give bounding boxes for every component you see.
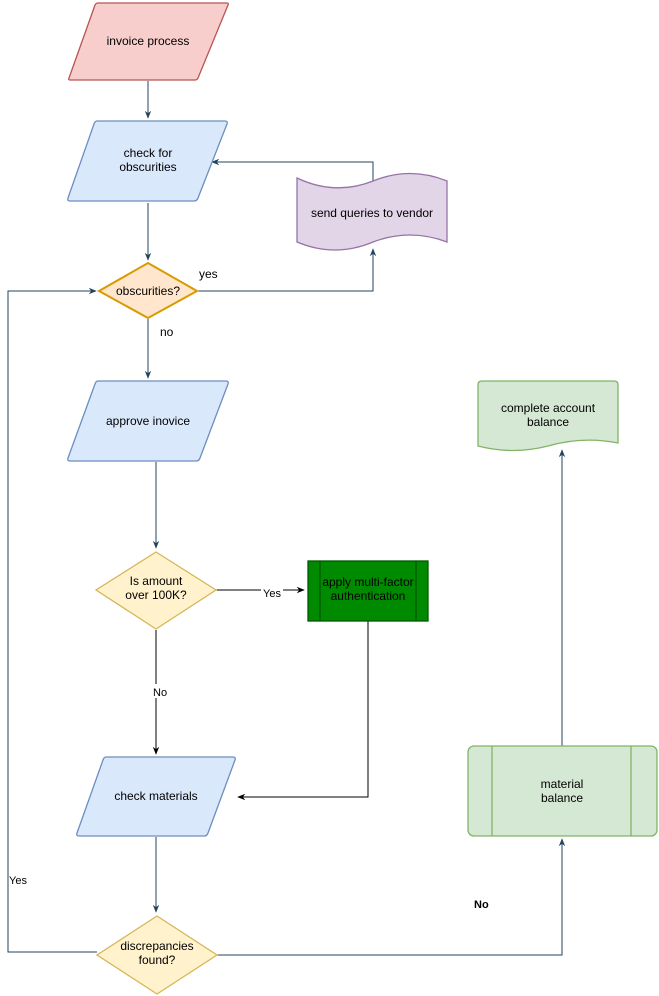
- node-label-line: authentication: [331, 589, 406, 603]
- node-label-line: invoice process: [107, 34, 190, 48]
- node-label-line: over 100K?: [125, 588, 187, 602]
- node-label-line: check materials: [114, 789, 197, 803]
- edge-queries-to-check: [211, 158, 374, 181]
- node-label-line: obscurities?: [116, 284, 180, 298]
- parallelogram-shape: [76, 756, 236, 837]
- diamond-shape: [95, 915, 219, 995]
- node-label: obscurities?: [116, 284, 180, 298]
- edge-discrepancies-yes-to-obscurities: [7, 287, 97, 953]
- node-label-line: check for: [124, 146, 173, 160]
- node-label-line: complete account: [501, 401, 596, 415]
- parallelogram-shape: [67, 120, 228, 202]
- process-shape: [467, 745, 658, 837]
- node-label-line: material: [541, 777, 584, 791]
- node-label: send queries to vendor: [311, 206, 433, 220]
- node-label-line: approve inovice: [106, 414, 190, 428]
- node-label-line: found?: [139, 953, 176, 967]
- edge-mfa-to-materials: [237, 621, 369, 801]
- node-label: check materials: [114, 789, 197, 803]
- node-obscurities-decision[interactable]: obscurities?: [96, 261, 200, 320]
- node-label: approve inovice: [106, 414, 190, 428]
- parallelogram-shape: [68, 2, 229, 81]
- edge-label-amount-no: No: [153, 687, 167, 699]
- node-label: invoice process: [107, 34, 190, 48]
- node-check-materials[interactable]: check materials: [76, 756, 236, 837]
- node-label-line: Is amount: [130, 574, 183, 588]
- diamond-shape: [96, 261, 200, 320]
- node-send-queries-to-vendor[interactable]: send queries to vendor: [296, 172, 448, 251]
- edge-label-discrepancies-yes: Yes: [9, 875, 27, 887]
- edge-labels: yes no Yes No Yes No: [9, 267, 489, 911]
- edges: [7, 81, 566, 956]
- document-shape: [477, 380, 619, 452]
- edge-discrepancies-no-to-balance: [216, 838, 566, 956]
- node-label-line: balance: [541, 791, 583, 805]
- node-label-line: apply multi-factor: [322, 575, 413, 589]
- node-label-line: discrepancies: [120, 939, 193, 953]
- parallelogram-shape: [67, 380, 229, 462]
- node-approve-invoice[interactable]: approve inovice: [67, 380, 229, 462]
- tape-shape: [296, 172, 448, 251]
- node-invoice-process[interactable]: invoice process: [68, 2, 229, 81]
- edge-label-obscurities-no: no: [160, 325, 174, 339]
- edge-label-obscurities-yes: yes: [199, 267, 218, 281]
- process-shape: [307, 560, 429, 622]
- edge-label-discrepancies-no: No: [474, 899, 489, 911]
- node-label-line: obscurities: [119, 160, 176, 174]
- edge-label-amount-yes: Yes: [263, 588, 281, 600]
- node-label-line: send queries to vendor: [311, 206, 433, 220]
- diamond-shape: [94, 551, 218, 630]
- node-label-line: balance: [527, 415, 569, 429]
- edge-obscurities-yes-to-queries: [198, 248, 377, 292]
